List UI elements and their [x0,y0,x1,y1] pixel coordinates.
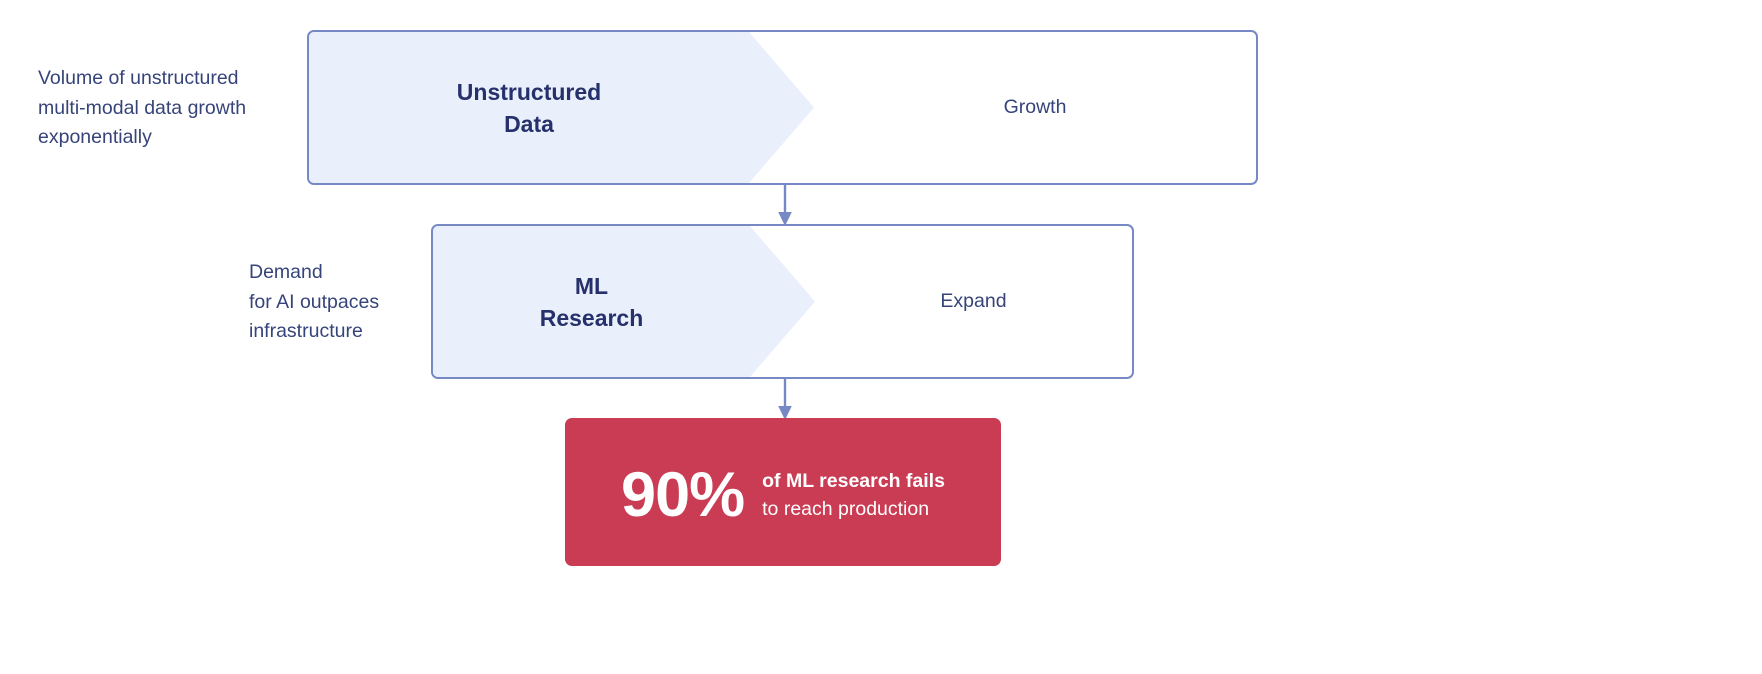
statistic-value: 90% [621,459,745,530]
flow-band-ml-research[interactable]: ML Research Expand [431,224,1134,379]
statistic-callout: 90% of ML research fails to reach produc… [565,418,1001,566]
statistic-description-line-2: to reach production [762,497,930,520]
statistic-content: 90% of ML research fails to reach produc… [621,459,945,530]
flow-band-head-label: Unstructured Data [456,78,602,137]
chevron-shape [433,226,815,377]
flow-band-unstructured-data[interactable]: Unstructured Data Growth [307,30,1258,185]
caption-unstructured-data-volume: Volume of unstructured multi-modal data … [38,67,247,148]
flow-band-tail-label: Expand [940,290,1007,312]
statistic-description: of ML research fails to reach production [762,468,945,523]
caption-ai-demand: Demand for AI outpaces infrastructure [249,261,380,342]
chevron-shape [309,32,814,183]
statistic-description-line-1: of ML research fails [762,469,945,492]
connector-arrow-down-1 [778,183,792,226]
connector-arrow-down-2 [778,377,792,420]
flow-band-head-label: ML Research [539,272,644,331]
flow-band-tail-label: Growth [1003,96,1067,118]
